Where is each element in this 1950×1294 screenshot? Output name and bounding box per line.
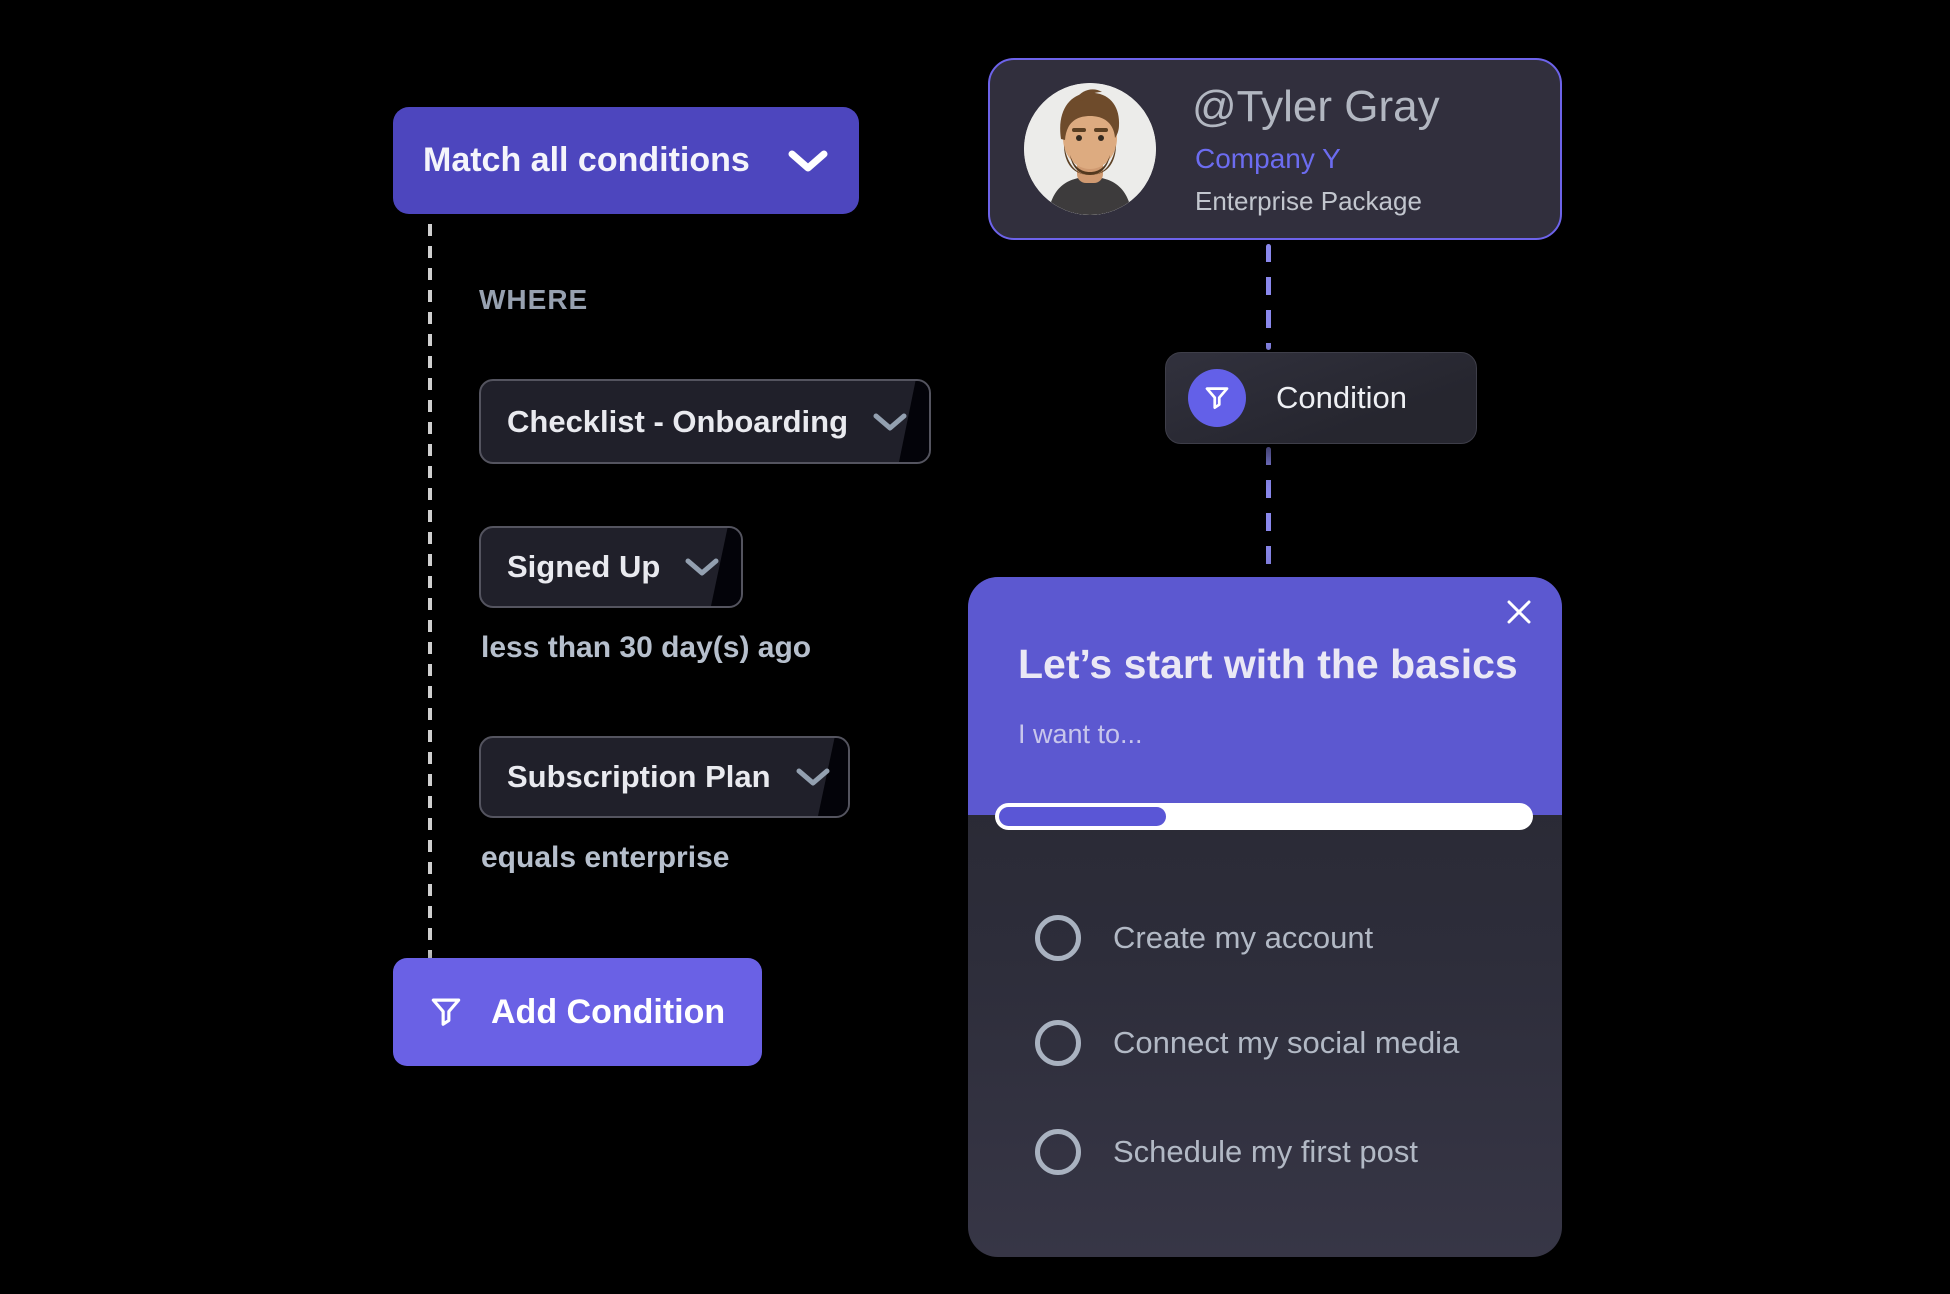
condition-node[interactable]: Condition <box>1165 352 1477 444</box>
option-label: Connect my social media <box>1113 1025 1460 1060</box>
add-condition-button[interactable]: Add Condition <box>393 958 762 1066</box>
radio-circle-icon[interactable] <box>1035 1129 1081 1175</box>
signed-up-dropdown[interactable]: Signed Up <box>479 526 743 608</box>
chevron-down-icon <box>872 412 908 432</box>
onboarding-modal: Let’s start with the basics I want to...… <box>968 577 1562 1257</box>
chevron-down-icon <box>684 557 720 577</box>
user-card-tyler-gray[interactable]: @Tyler Gray Company Y Enterprise Package <box>988 58 1562 240</box>
funnel-icon <box>427 993 465 1031</box>
left-dashed-connector-line <box>428 224 432 958</box>
modal-subtitle: I want to... <box>1018 719 1143 749</box>
radio-circle-icon[interactable] <box>1035 1020 1081 1066</box>
signed-up-label: Signed Up <box>507 549 661 584</box>
match-all-conditions-dropdown[interactable]: Match all conditions <box>393 107 859 214</box>
signed-up-detail-text: less than 30 day(s) ago <box>481 631 812 664</box>
option-label: Schedule my first post <box>1113 1134 1418 1169</box>
modal-title: Let’s start with the basics <box>1018 641 1518 687</box>
option-create-account[interactable]: Create my account <box>1035 915 1373 961</box>
radio-circle-icon[interactable] <box>1035 915 1081 961</box>
option-schedule-post[interactable]: Schedule my first post <box>1035 1129 1418 1175</box>
avatar <box>1024 83 1156 215</box>
subscription-plan-dropdown[interactable]: Subscription Plan <box>479 736 850 818</box>
match-all-conditions-label: Match all conditions <box>423 141 750 179</box>
user-handle: @Tyler Gray <box>1192 82 1440 131</box>
chevron-down-icon <box>787 149 829 173</box>
purple-dashed-connector-bottom <box>1266 447 1271 575</box>
checklist-onboarding-dropdown[interactable]: Checklist - Onboarding <box>479 379 931 464</box>
purple-dashed-connector-top <box>1266 244 1271 350</box>
chevron-down-icon <box>795 767 831 787</box>
where-label: WHERE <box>479 284 589 315</box>
option-label: Create my account <box>1113 920 1374 955</box>
condition-node-label: Condition <box>1276 380 1407 415</box>
subscription-plan-detail-text: equals enterprise <box>481 841 730 874</box>
close-icon[interactable] <box>1502 595 1536 629</box>
option-connect-social[interactable]: Connect my social media <box>1035 1020 1459 1066</box>
checklist-onboarding-label: Checklist - Onboarding <box>507 403 849 439</box>
user-company-link[interactable]: Company Y <box>1195 143 1341 174</box>
progress-fill <box>999 807 1166 826</box>
funnel-icon <box>1188 369 1246 427</box>
user-package-label: Enterprise Package <box>1195 186 1422 216</box>
progress-bar <box>995 803 1533 830</box>
modal-header <box>968 577 1562 815</box>
subscription-plan-label: Subscription Plan <box>507 759 771 794</box>
add-condition-label: Add Condition <box>491 992 726 1031</box>
